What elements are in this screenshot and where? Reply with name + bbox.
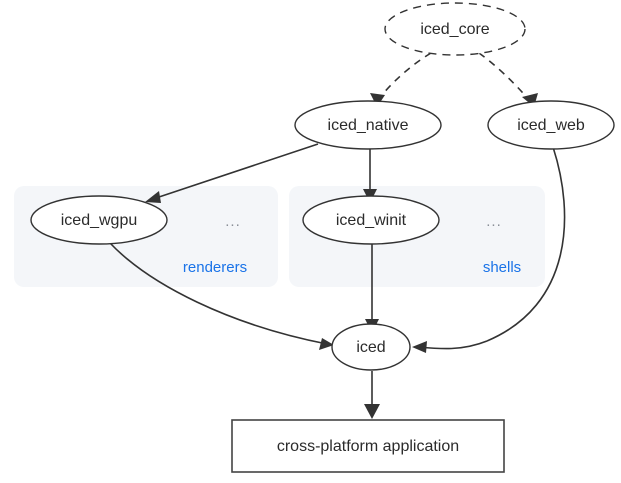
edge-iced-wgpu-to-iced — [109, 242, 328, 345]
node-iced-core-shape — [384, 2, 526, 56]
node-iced-web[interactable]: iced_web — [487, 100, 615, 150]
node-application[interactable]: cross-platform application — [231, 419, 505, 473]
edge-iced-core-to-iced-web — [478, 52, 531, 102]
node-iced-web-shape — [487, 100, 615, 150]
node-iced-winit-label: iced_winit — [336, 212, 407, 229]
arrowhead-iced-wgpu-to-iced — [319, 338, 334, 350]
edge-iced-web-to-iced — [486, 146, 566, 342]
node-iced-winit-shape — [302, 195, 440, 245]
node-iced-core-label: iced_core — [420, 21, 489, 38]
node-iced-native-shape — [294, 100, 442, 150]
node-iced-wgpu[interactable]: iced_wgpu — [30, 195, 168, 245]
node-iced-wgpu-shape — [30, 195, 168, 245]
arrowhead-iced-to-application — [364, 404, 380, 419]
node-iced-wgpu-label: iced_wgpu — [61, 212, 138, 229]
node-application-shape — [231, 419, 505, 473]
cluster-label-renderers: renderers — [183, 259, 247, 276]
node-application-label: cross-platform application — [277, 438, 459, 455]
node-iced-winit[interactable]: iced_winit — [302, 195, 440, 245]
cluster-label-shells: shells — [483, 259, 521, 276]
node-iced-native-label: iced_native — [328, 117, 409, 134]
node-iced-native[interactable]: iced_native — [294, 100, 442, 150]
edge-iced-core-to-iced-native — [376, 52, 432, 102]
edge-iced-web-to-iced-tail — [418, 340, 488, 350]
arrowhead-iced-native-to-iced-wgpu — [145, 191, 161, 203]
node-iced[interactable]: iced — [331, 323, 411, 371]
node-iced-web-label: iced_web — [517, 117, 585, 134]
node-iced-shape — [331, 323, 411, 371]
edge-iced-native-to-iced-wgpu — [152, 143, 319, 200]
arrowhead-iced-core-to-iced-native — [370, 93, 385, 107]
cluster-ellipsis-renderers: ... — [225, 213, 241, 230]
cluster-ellipsis-shells: ... — [486, 213, 502, 230]
node-iced-label: iced — [356, 339, 385, 356]
node-iced-core[interactable]: iced_core — [384, 2, 526, 56]
